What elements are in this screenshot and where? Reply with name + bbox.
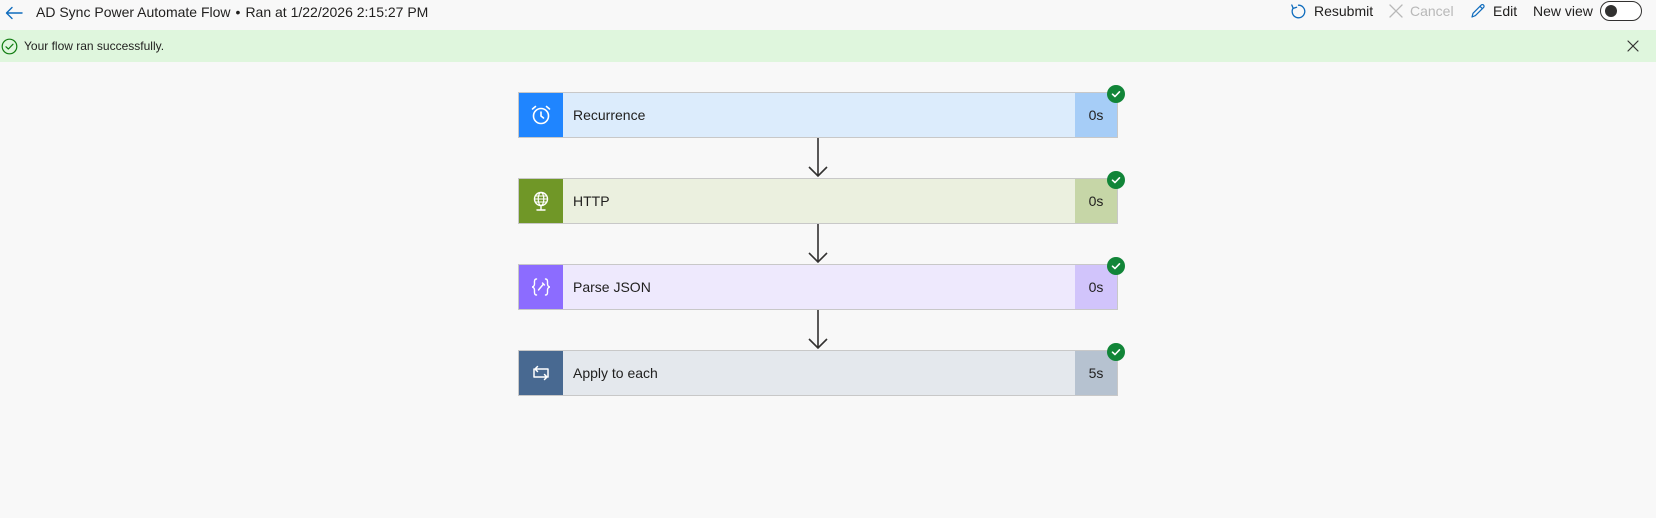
curly-braces-icon bbox=[531, 278, 551, 296]
step-success-badge bbox=[1107, 171, 1125, 189]
step-card-parse-json[interactable]: Parse JSON 0s bbox=[518, 257, 1125, 310]
step-success-badge bbox=[1107, 257, 1125, 275]
edit-label: Edit bbox=[1493, 3, 1518, 19]
dismiss-banner-button[interactable] bbox=[1626, 39, 1640, 53]
new-view-label: New view bbox=[1533, 3, 1593, 19]
close-icon bbox=[1389, 4, 1403, 18]
banner-message: Your flow ran successfully. bbox=[24, 39, 165, 53]
step-success-badge bbox=[1107, 85, 1125, 103]
connector-arrow bbox=[808, 138, 828, 178]
step-card-http[interactable]: HTTP 0s bbox=[518, 171, 1125, 224]
step-name: Parse JSON bbox=[573, 279, 651, 295]
new-view-toggle[interactable] bbox=[1600, 1, 1642, 21]
page-title: AD Sync Power Automate Flow•Ran at 1/22/… bbox=[36, 2, 428, 22]
step-card-apply-to-each[interactable]: Apply to each 5s bbox=[518, 343, 1125, 396]
step-duration: 0s bbox=[1075, 93, 1117, 137]
globe-icon bbox=[533, 191, 549, 211]
toggle-knob bbox=[1605, 5, 1617, 17]
step-name: Apply to each bbox=[573, 365, 658, 381]
flow-name: AD Sync Power Automate Flow bbox=[36, 4, 231, 20]
edit-button[interactable]: Edit bbox=[1470, 0, 1517, 22]
back-button[interactable] bbox=[2, 1, 26, 25]
resubmit-label: Resubmit bbox=[1314, 3, 1374, 19]
alarm-clock-icon bbox=[531, 105, 551, 125]
command-bar: AD Sync Power Automate Flow•Ran at 1/22/… bbox=[0, 0, 1656, 30]
connector-arrow bbox=[808, 224, 828, 264]
step-success-badge bbox=[1107, 343, 1125, 361]
step-icon-box bbox=[519, 93, 563, 137]
title-separator: • bbox=[235, 4, 241, 20]
check-icon bbox=[1111, 91, 1121, 98]
run-info: Ran at 1/22/2026 2:15:27 PM bbox=[245, 4, 429, 20]
cancel-label: Cancel bbox=[1410, 3, 1454, 19]
step-card-recurrence[interactable]: Recurrence 0s bbox=[518, 85, 1125, 138]
success-banner: Your flow ran successfully. bbox=[0, 30, 1656, 62]
arrow-left-icon bbox=[5, 6, 23, 20]
check-icon bbox=[1111, 349, 1121, 356]
step-icon-box bbox=[519, 351, 563, 395]
checkmark-circle-icon bbox=[1, 38, 18, 55]
loop-icon bbox=[533, 365, 549, 381]
step-icon-box bbox=[519, 265, 563, 309]
cancel-button[interactable]: Cancel bbox=[1389, 0, 1454, 22]
connector-arrow bbox=[808, 310, 828, 350]
check-icon bbox=[1111, 177, 1121, 184]
check-icon bbox=[1111, 263, 1121, 270]
pencil-icon bbox=[1471, 4, 1485, 18]
resubmit-button[interactable]: Resubmit bbox=[1290, 0, 1373, 22]
step-name: HTTP bbox=[573, 193, 610, 209]
step-icon-box bbox=[519, 179, 563, 223]
step-name: Recurrence bbox=[573, 107, 646, 123]
refresh-icon bbox=[1291, 3, 1306, 18]
